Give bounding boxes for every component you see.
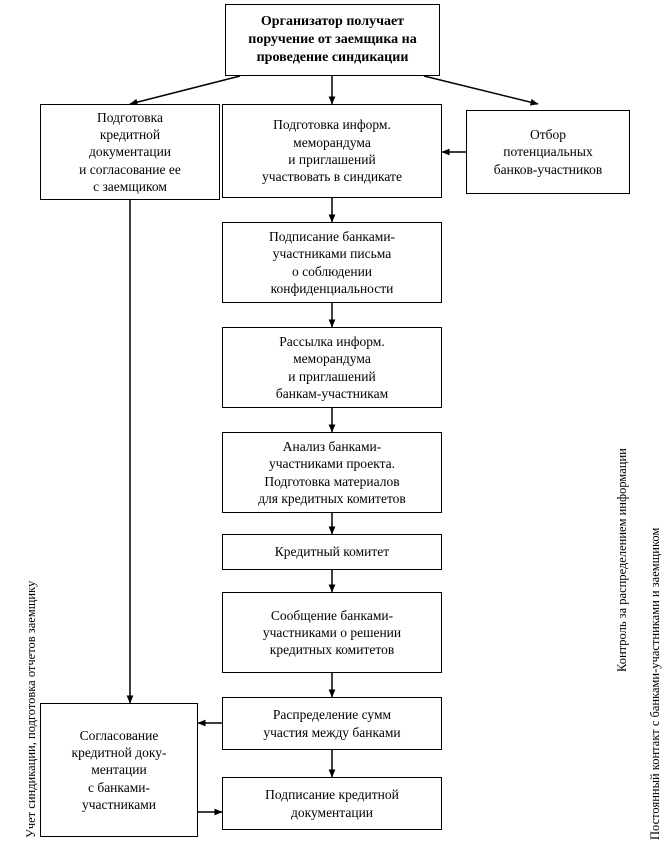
side-label-left-text: Учет синдикации, подготовка отчетов заем… [24,580,38,838]
node-committee-decision-message: Сообщение банками- участниками о решении… [222,592,442,673]
side-label-right-2-text: Постоянный контакт с банками-участниками… [648,527,662,840]
node-title-box: Организатор получает поручение от заемщи… [225,4,440,76]
side-label-right-1-text: Контроль за распределением информации [615,448,629,672]
node-info-memorandum-prep: Подготовка информ. меморандума и приглаш… [222,104,442,198]
node-info-memorandum-prep-label: Подготовка информ. меморандума и приглаш… [262,117,402,185]
node-distribute-amounts-label: Распределение сумм участия между банками [263,707,401,740]
node-committee-decision-message-label: Сообщение банками- участниками о решении… [262,607,402,658]
node-credit-documentation-prep: Подготовка кредитной документации и согл… [40,104,220,200]
node-select-potential-banks-label: Отбор потенциальных банков-участников [493,127,603,177]
node-send-memorandum: Рассылка информ. меморандума и приглашен… [222,327,442,408]
node-credit-committee: Кредитный комитет [222,534,442,570]
node-project-analysis: Анализ банками- участниками проекта. Под… [222,432,442,513]
node-sign-credit-documentation: Подписание кредитной документации [222,777,442,830]
node-agree-documentation-with-banks-label: Согласование кредитной доку- ментации с … [71,727,167,812]
node-credit-committee-label: Кредитный комитет [274,544,390,560]
node-distribute-amounts: Распределение сумм участия между банками [222,697,442,750]
side-label-right-2: Постоянный контакт с банками-участниками… [648,528,663,840]
node-send-memorandum-label: Рассылка информ. меморандума и приглашен… [275,333,389,401]
node-select-potential-banks: Отбор потенциальных банков-участников [466,110,630,194]
side-label-left: Учет синдикации, подготовка отчетов заем… [24,581,39,838]
node-confidentiality-letter: Подписание банками- участниками письма о… [222,222,442,303]
node-agree-documentation-with-banks: Согласование кредитной доку- ментации с … [40,703,198,837]
node-sign-credit-documentation-label: Подписание кредитной документации [265,787,399,820]
node-title-box-label: Организатор получает поручение от заемщи… [248,14,417,65]
node-confidentiality-letter-label: Подписание банками- участниками письма о… [268,228,396,296]
node-project-analysis-label: Анализ банками- участниками проекта. Под… [258,438,406,506]
side-label-right-1: Контроль за распределением информации [615,448,630,672]
node-credit-documentation-prep-label: Подготовка кредитной документации и согл… [79,109,181,194]
